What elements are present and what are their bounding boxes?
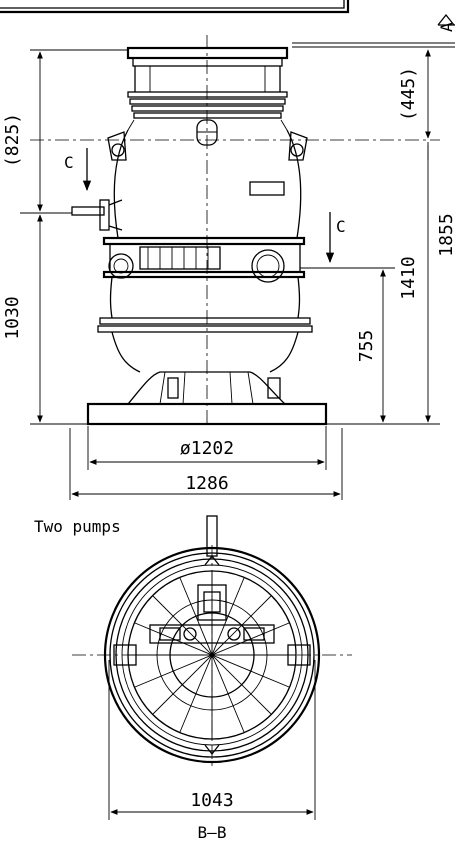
tank-plan-view [72,515,352,770]
tank-side-view [71,46,328,426]
dimension-1043: 1043 [190,790,233,811]
section-mark-left: C [64,148,92,192]
dimension-1410: 1410 [398,256,419,299]
dimension-445: (445) [398,67,419,121]
dimension-1030: 1030 [2,296,23,339]
title-block-fragment [0,0,350,14]
section-mark-left-label: C [64,153,74,172]
level-label: A [437,22,456,32]
dimension-825: (825) [2,113,23,167]
dimension-1855: 1855 [436,213,457,256]
level-marker-a: A [437,13,456,32]
section-mark-right: C [325,212,346,264]
plan-view-title: Two pumps [34,517,121,536]
dimension-755: 755 [356,330,377,363]
section-label: B–B [198,823,227,842]
dimension-1202: ø1202 [180,438,234,459]
dimension-1286: 1286 [185,473,228,494]
section-mark-right-label: C [336,217,346,236]
